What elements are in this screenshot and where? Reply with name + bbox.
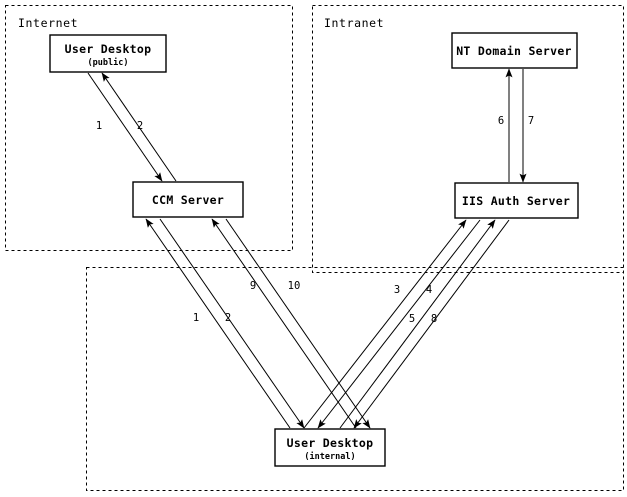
flow-internal-desktop-ccm-12 <box>145 218 305 429</box>
zone-boundaries <box>5 5 624 491</box>
step-label-5: 5 <box>409 313 415 325</box>
flow-line-2-public <box>101 72 177 182</box>
flow-line-2-internal <box>159 218 305 429</box>
flow-line-1-public <box>87 72 163 182</box>
step-label-1-internal: 1 <box>193 312 199 324</box>
flow-line-10 <box>225 218 371 429</box>
node-user-desktop-internal[interactable]: User Desktop (internal) <box>274 428 386 467</box>
zone-internal-border <box>86 267 624 491</box>
step-label-6: 6 <box>498 115 504 127</box>
zone-intranet-border <box>312 5 624 273</box>
node-nt-domain-server[interactable]: NT Domain Server <box>451 32 578 69</box>
flow-iis-nt <box>505 68 527 183</box>
flow-public-desktop-ccm <box>87 72 177 182</box>
step-label-4: 4 <box>426 284 432 296</box>
node-iis-auth-server[interactable]: IIS Auth Server <box>454 182 579 219</box>
node-box-nt-domain-server[interactable] <box>451 32 578 69</box>
step-label-2-internal: 2 <box>225 312 231 324</box>
node-ccm-server[interactable]: CCM Server <box>132 181 244 218</box>
node-label-user-desktop-public: User Desktop <box>65 42 152 56</box>
node-sublabel-user-desktop-internal: (internal) <box>304 451 355 462</box>
flow-line-4 <box>317 219 481 429</box>
flow-line-8 <box>353 219 510 429</box>
flow-line-5 <box>339 219 496 429</box>
node-label-nt-domain-server: NT Domain Server <box>456 44 572 58</box>
node-box-iis-auth-server[interactable] <box>454 182 579 219</box>
node-box-ccm-server[interactable] <box>132 181 244 218</box>
node-user-desktop-public[interactable]: User Desktop (public) <box>49 34 167 73</box>
node-label-iis-auth-server: IIS Auth Server <box>462 194 570 208</box>
step-label-2-public: 2 <box>137 120 143 132</box>
flow-internal-desktop-iis-34 <box>303 219 481 429</box>
step-number-labels: 1 2 1 2 3 4 5 6 7 8 9 10 <box>96 115 534 325</box>
node-box-user-desktop-public[interactable] <box>49 34 167 73</box>
node-box-user-desktop-internal[interactable] <box>274 428 386 467</box>
flow-internal-desktop-iis-58 <box>339 219 510 429</box>
zone-label-intranet: Intranet <box>324 16 384 30</box>
node-label-ccm-server: CCM Server <box>152 193 224 207</box>
node-sublabel-user-desktop-public: (public) <box>88 57 129 68</box>
zone-label-internet: Internet <box>18 16 78 30</box>
step-label-1-public: 1 <box>96 120 102 132</box>
zone-internet-border <box>5 5 293 251</box>
step-label-7: 7 <box>528 115 534 127</box>
node-label-user-desktop-internal: User Desktop <box>287 436 374 450</box>
flow-line-3 <box>303 219 467 429</box>
flow-internal-desktop-ccm-910 <box>211 218 371 429</box>
step-label-9: 9 <box>250 280 256 292</box>
flow-line-1-internal <box>145 218 291 429</box>
step-label-8: 8 <box>431 313 437 325</box>
step-label-10: 10 <box>288 280 301 292</box>
step-label-3: 3 <box>394 284 400 296</box>
flow-line-9 <box>211 218 357 429</box>
zone-labels: Internet Intranet <box>18 16 384 30</box>
